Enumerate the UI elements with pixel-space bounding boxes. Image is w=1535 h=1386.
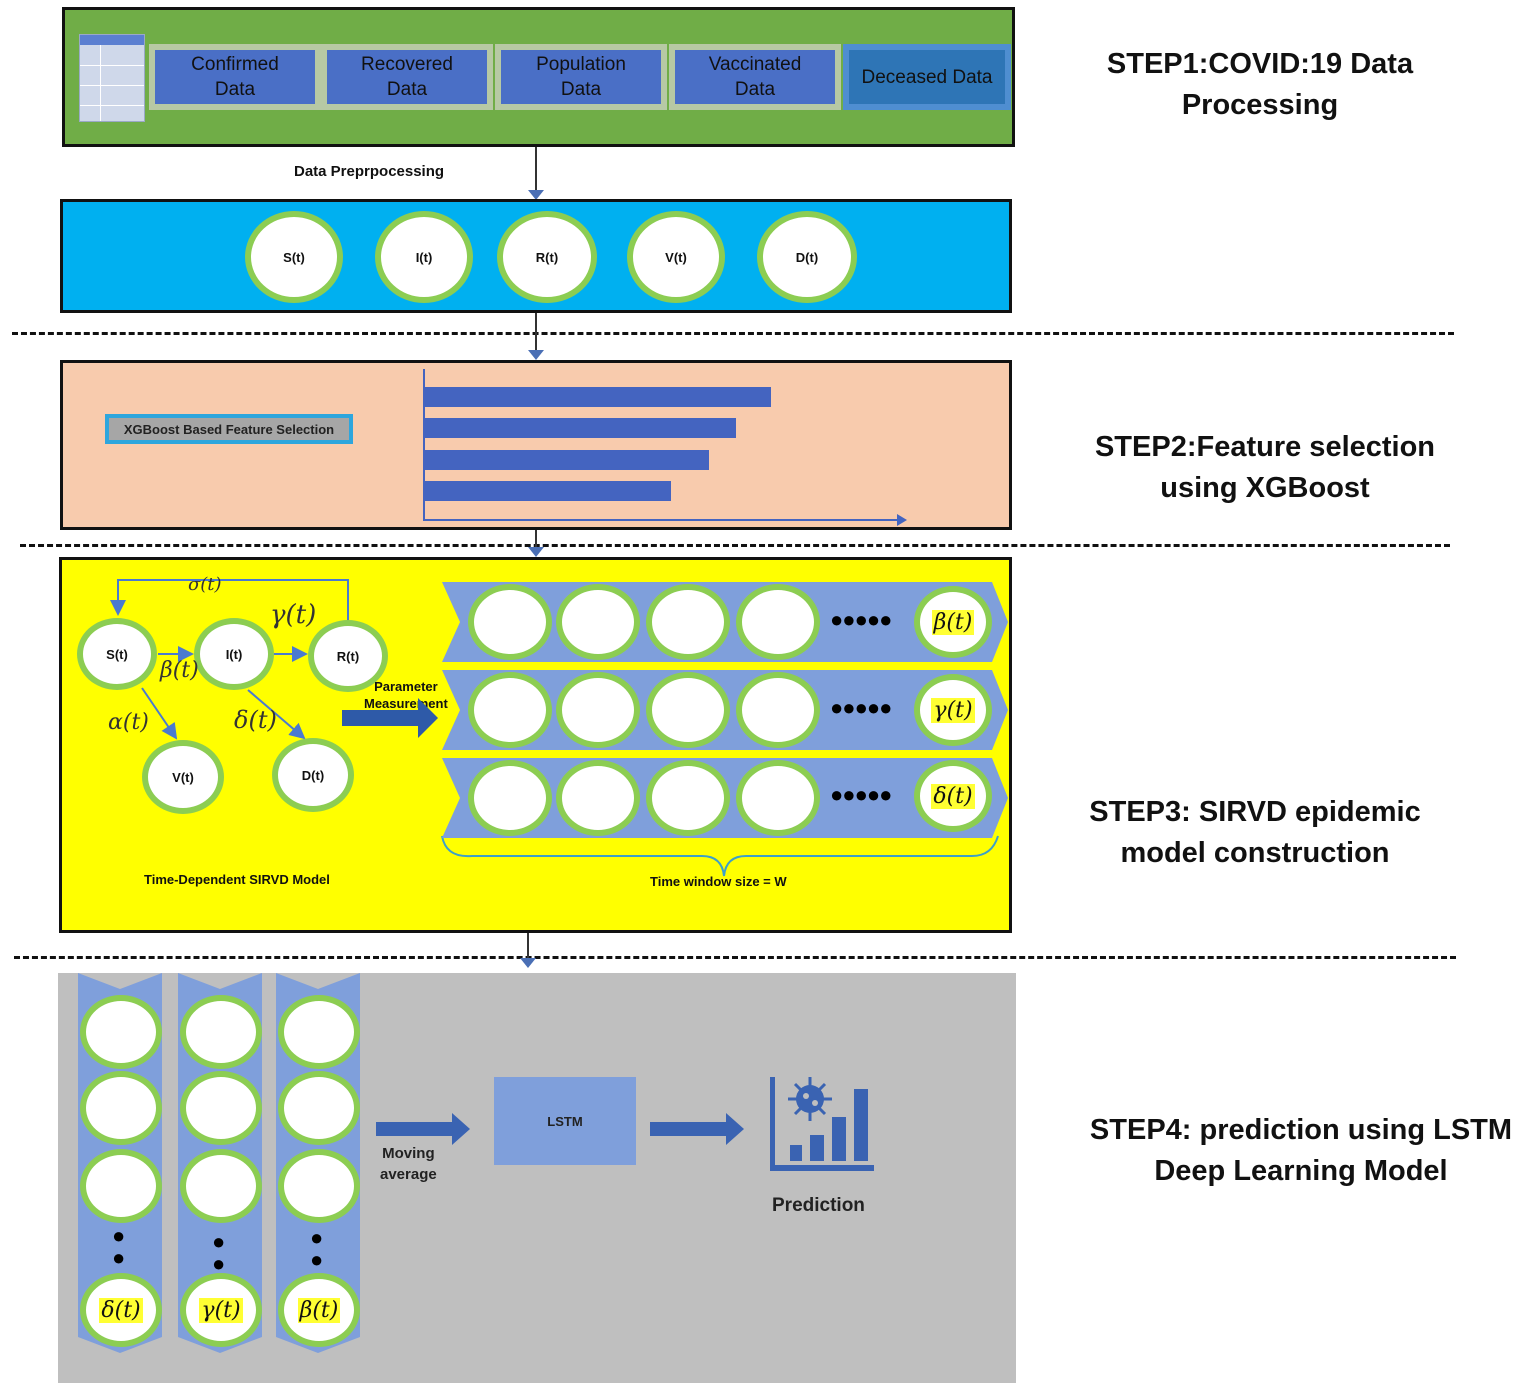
ellipsis-dots: ●● [212, 1229, 225, 1276]
beta-rate: β(t) [160, 658, 199, 683]
time-window-label: Time window size = W [650, 874, 787, 889]
arrow-down-icon [528, 547, 544, 557]
importance-bar-1 [425, 387, 771, 407]
importance-bar-3 [425, 450, 709, 470]
gamma-cell: γ(t) [914, 674, 992, 746]
chart-x-axis [423, 519, 901, 521]
gamma-cell: γ(t) [180, 1273, 262, 1347]
sequence-cell [278, 1071, 360, 1145]
node-i: I(t) [194, 618, 274, 690]
sirvd-graph-edges [110, 579, 999, 877]
arrow-down-icon [520, 958, 536, 968]
lstm-box: LSTM [494, 1077, 636, 1165]
step2-title: STEP2:Feature selection using XGBoost [1094, 431, 1436, 504]
ellipsis-dots: ●● [310, 1225, 323, 1272]
gamma-rate: γ(t) [270, 600, 317, 630]
window-cell [646, 584, 730, 660]
arrow-right-icon [897, 514, 907, 526]
window-cell [556, 584, 640, 660]
table-icon [79, 34, 145, 122]
node-r: R(t) [308, 620, 388, 692]
sequence-cell [180, 1071, 262, 1145]
confirmed-data-box: Confirmed Data [149, 44, 321, 110]
connector-line [535, 313, 537, 353]
separator-3 [14, 956, 1456, 959]
recovered-data-box: Recovered Data [321, 44, 493, 110]
xgboost-label: XGBoost Based Feature Selection [105, 414, 353, 444]
compartment-i: I(t) [375, 211, 473, 303]
virus-chart-icon [770, 1077, 874, 1171]
arrow-down-icon [528, 190, 544, 200]
node-s: S(t) [77, 618, 157, 690]
model-label: Time-Dependent SIRVD Model [144, 872, 330, 887]
step3-title: STEP3: SIRVD epidemic model construction [1089, 796, 1421, 869]
sequence-cell [80, 1071, 162, 1145]
alpha-rate: α(t) [108, 710, 149, 735]
ellipsis-dots: ●● [112, 1223, 125, 1270]
chart-y-axis [423, 369, 425, 521]
compartment-s: S(t) [245, 211, 343, 303]
importance-bar-2 [425, 418, 736, 438]
compartments-panel: S(t) I(t) R(t) V(t) D(t) [60, 199, 1012, 313]
compartment-r: R(t) [497, 211, 597, 303]
step2-feature-panel: XGBoost Based Feature Selection [60, 360, 1012, 530]
importance-bar-4 [425, 481, 671, 501]
sequence-cell [180, 995, 262, 1069]
window-cell [736, 672, 820, 748]
step1-data-panel: Confirmed Data Recovered Data Population… [62, 7, 1015, 147]
delta-cell: δ(t) [80, 1273, 162, 1347]
window-cell [736, 760, 820, 836]
population-data-box: Population Data [495, 44, 667, 110]
window-cell [736, 584, 820, 660]
compartment-v: V(t) [627, 211, 725, 303]
ellipsis-dots: ●●●●● [830, 607, 892, 632]
node-v: V(t) [142, 740, 224, 814]
sequence-cell [80, 995, 162, 1069]
deceased-data-box: Deceased Data [843, 44, 1011, 110]
delta-rate: δ(t) [234, 706, 277, 734]
sigma-rate: σ(t) [188, 574, 222, 595]
sequence-cell [278, 1149, 360, 1223]
connector-line [535, 147, 537, 195]
beta-cell: β(t) [914, 586, 992, 658]
sequence-cell [80, 1149, 162, 1223]
ellipsis-dots: ●●●●● [830, 782, 892, 807]
arrow-down-icon [528, 350, 544, 360]
step4-prediction-panel: ●● δ(t) ●● γ(t) ●● β(t) Moving average L… [58, 973, 1016, 1383]
connector-line [535, 530, 537, 548]
window-cell [646, 672, 730, 748]
node-d: D(t) [272, 738, 354, 812]
separator-2 [20, 544, 1450, 547]
window-cell [468, 760, 552, 836]
prediction-label: Prediction [772, 1195, 865, 1216]
moving-average-label: Moving average [380, 1145, 437, 1183]
beta-cell: β(t) [278, 1273, 360, 1347]
window-cell [556, 672, 640, 748]
compartment-d: D(t) [757, 211, 857, 303]
vaccinated-data-box: Vaccinated Data [669, 44, 841, 110]
delta-cell: δ(t) [914, 760, 992, 832]
window-cell [556, 760, 640, 836]
connector-line [527, 933, 529, 959]
sequence-cell [278, 995, 360, 1069]
step4-title: STEP4: prediction using LSTM Deep Learni… [1089, 1114, 1513, 1187]
sequence-cell [180, 1149, 262, 1223]
window-cell [468, 672, 552, 748]
step1-title: STEP1:COVID:19 Data Processing [1106, 48, 1414, 121]
ellipsis-dots: ●●●●● [830, 695, 892, 720]
window-cell [468, 584, 552, 660]
window-cell [646, 760, 730, 836]
preprocessing-label: Data Preprpocessing [294, 163, 445, 180]
step3-model-panel: S(t) I(t) R(t) V(t) D(t) σ(t) γ(t) β(t) … [59, 557, 1012, 933]
separator-1 [12, 332, 1454, 335]
